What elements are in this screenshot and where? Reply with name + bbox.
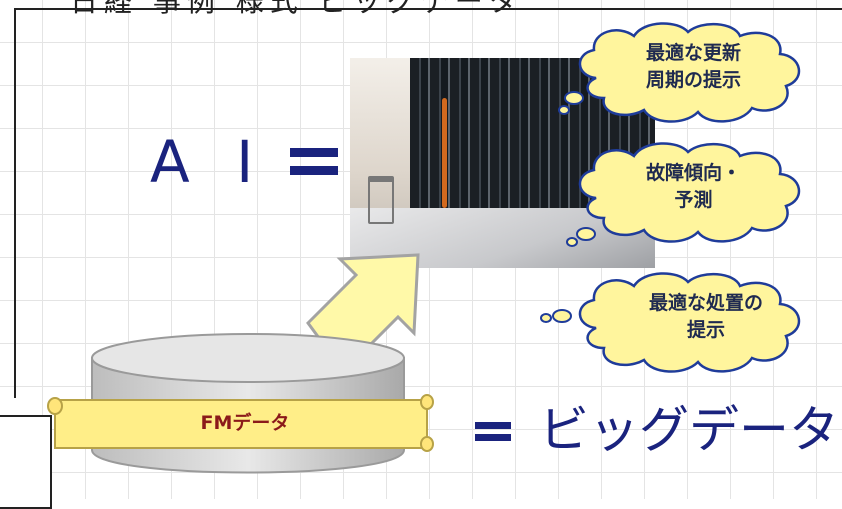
big-data-equation: ビッグデータ xyxy=(475,390,839,462)
cloud-text-update-cycle: 最適な更新 周期の提示 xyxy=(645,42,741,91)
cloud-shape-icon xyxy=(540,272,801,373)
cloud-text-failure-prediction: 故障傾向・ 予測 xyxy=(645,162,741,211)
database-label: FMデータ xyxy=(200,412,290,434)
big-data-equals-sign xyxy=(475,422,511,429)
cloud-shape-icon xyxy=(558,22,801,123)
cut-off-title: 日経 事例 様式 ビッグデータ xyxy=(70,0,523,18)
photo-chair xyxy=(368,176,394,224)
up-right-arrow-icon xyxy=(306,253,420,355)
scroll-banner-icon xyxy=(47,394,434,452)
ai-equals-sign xyxy=(290,148,338,157)
overlapping-frame-corner xyxy=(0,415,52,509)
frame-top-border xyxy=(14,8,842,10)
thought-cloud-update-cycle: 最適な更新 周期の提示 xyxy=(556,18,831,128)
thought-cloud-treatment: 最適な処置の 提示 xyxy=(530,268,830,378)
thought-cloud-failure-prediction: 故障傾向・ 予測 xyxy=(556,138,831,248)
ai-label: A I xyxy=(150,128,268,196)
frame-left-border xyxy=(14,8,16,398)
big-data-label: ビッグデータ xyxy=(539,401,839,459)
photo-cable xyxy=(442,98,447,208)
cloud-text-treatment: 最適な処置の 提示 xyxy=(648,292,763,341)
cloud-shape-icon xyxy=(566,142,801,247)
